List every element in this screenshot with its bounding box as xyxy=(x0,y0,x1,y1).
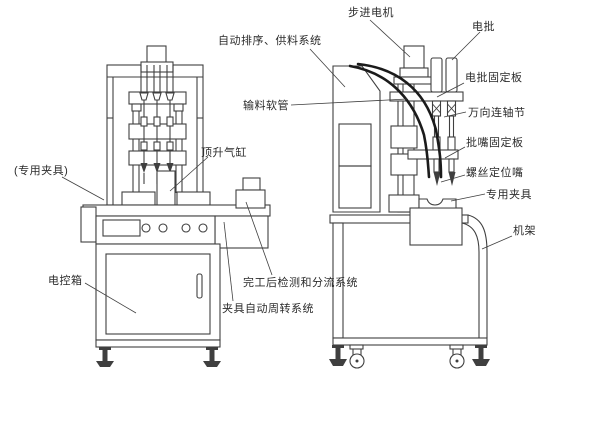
leader-special-fixture-right xyxy=(450,193,486,202)
label-lift-cylinder: 顶升气缸 xyxy=(201,145,247,159)
spindle xyxy=(139,65,149,184)
label-screwdriver-fixing-plate: 电批固定板 xyxy=(465,70,523,84)
panel-button xyxy=(181,223,191,233)
electric-screwdrivers xyxy=(389,57,464,186)
cabinet-door xyxy=(105,253,211,335)
leader-lines xyxy=(61,19,513,314)
spindle-assembly xyxy=(139,65,175,184)
labels: 自动排序、供料系统 输料软管 顶升气缸 (专用夹具) 电控箱 完工后检测和分流系… xyxy=(14,5,536,315)
leader-stepper-motor xyxy=(369,19,411,58)
label-electric-control-box: 电控箱 xyxy=(48,273,83,287)
fixture-pedestal xyxy=(409,207,463,246)
label-machine-frame: 机架 xyxy=(513,223,536,237)
leader-feed-hose xyxy=(290,98,408,106)
leader-feed-system xyxy=(309,48,346,88)
label-universal-coupling: 万向连轴节 xyxy=(468,105,526,119)
label-stepper-motor: 步进电机 xyxy=(348,5,394,19)
stepper-motor-drawing xyxy=(393,45,435,85)
side-table xyxy=(329,198,469,246)
slide-column xyxy=(388,82,420,213)
leader-electric-control-box xyxy=(84,282,137,314)
leader-special-fixture-left xyxy=(61,176,105,201)
panel-button xyxy=(141,223,151,233)
label-feed-hose: 输料软管 xyxy=(243,98,289,112)
leader-screw-positioning-nozzle xyxy=(440,174,466,183)
bit-fixing-plate-drawing xyxy=(407,149,459,160)
feeder-box xyxy=(332,65,381,213)
door-handle xyxy=(196,273,203,299)
machine-frame-drawing xyxy=(332,214,488,346)
leveling-foot xyxy=(96,347,114,367)
label-feed-system: 自动排序、供料系统 xyxy=(218,33,322,47)
label-special-fixture-left: (专用夹具) xyxy=(14,163,68,177)
label-electric-screwdriver: 电批 xyxy=(472,19,495,33)
control-panel xyxy=(95,215,216,245)
detection-unit xyxy=(235,177,266,209)
spindle xyxy=(165,65,175,184)
label-bit-fixing-plate: 批嘴固定板 xyxy=(466,135,524,149)
leader-fixture-turnover-system xyxy=(223,221,234,302)
universal-coupling-drawing xyxy=(431,100,457,117)
leader-screwdriver-fixing-plate xyxy=(436,82,465,98)
caster-wheel xyxy=(349,344,365,369)
screwdriver-fixing-plate-drawing xyxy=(389,91,464,102)
caster-wheel xyxy=(449,344,465,369)
leader-machine-frame xyxy=(481,235,513,250)
leveling-foot xyxy=(329,345,347,366)
label-fixture-turnover-system: 夹具自动周转系统 xyxy=(222,301,314,315)
panel-button xyxy=(198,223,208,233)
leveling-foot xyxy=(472,345,490,366)
side-view-drawing xyxy=(329,45,490,369)
leader-bit-fixing-plate xyxy=(444,146,466,159)
display-screen xyxy=(102,219,141,237)
label-post-completion-system: 完工后检测和分流系统 xyxy=(243,275,358,289)
work-table xyxy=(80,204,271,249)
leader-electric-screwdriver xyxy=(451,31,481,61)
front-view-drawing xyxy=(80,45,271,367)
feed-hoses xyxy=(348,62,443,179)
spindle xyxy=(152,65,162,184)
panel-button xyxy=(158,223,168,233)
lift-cylinder-drawing xyxy=(121,170,211,206)
control-cabinet xyxy=(95,243,221,348)
leader-universal-coupling xyxy=(443,111,467,118)
leveling-foot xyxy=(203,347,221,367)
special-fixture-drawing xyxy=(418,198,457,209)
label-screw-positioning-nozzle: 螺丝定位嘴 xyxy=(466,165,524,179)
leader-post-completion-system xyxy=(245,201,273,276)
screw-nozzles xyxy=(433,158,456,186)
leader-lift-cylinder xyxy=(169,156,209,192)
label-special-fixture-right: 专用夹具 xyxy=(486,187,532,201)
